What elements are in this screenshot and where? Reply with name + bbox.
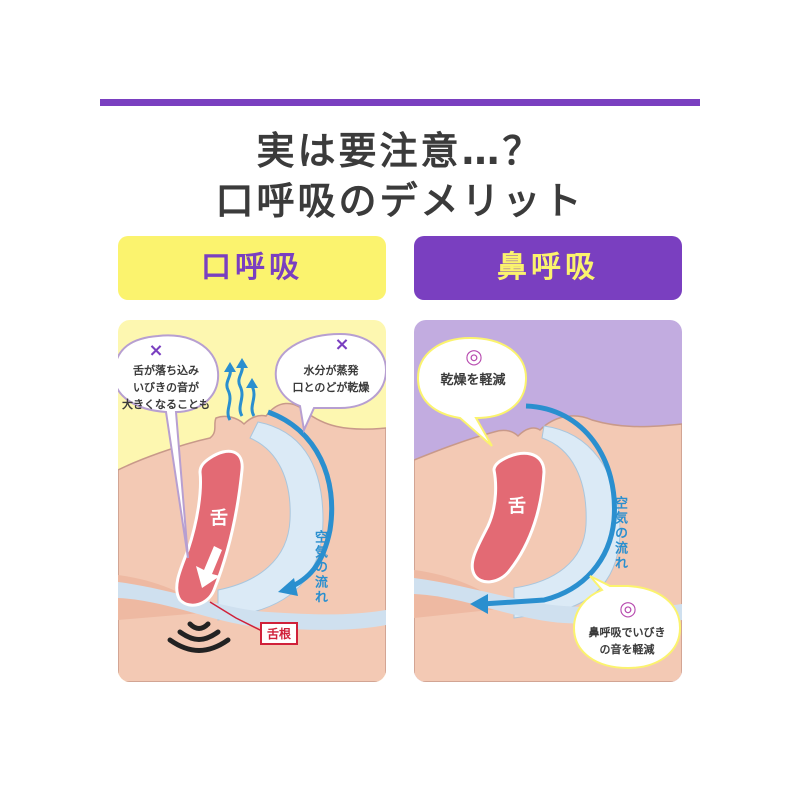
snore-bubble-text: 舌が落ち込み いびきの音が 大きくなることも: [118, 362, 216, 413]
snore-bubble: [572, 575, 682, 670]
dry-bubble-line1: 水分が蒸発: [303, 364, 359, 377]
mouth-tongue-label: 舌: [210, 508, 228, 529]
tongue-root-label: 舌根: [260, 622, 299, 645]
snore-bubble-line2: いびきの音が: [133, 381, 199, 394]
nose-breathing-panel: ◎ 乾燥を軽減 舌 空気の流れ ◎ 鼻呼吸でいびき の音を軽減: [414, 320, 682, 682]
snore-bubble-text: 鼻呼吸でいびき の音を軽減: [574, 624, 680, 658]
dry-bubble-mark: ×: [334, 334, 350, 355]
snore-bubble-line1: 舌が落ち込み: [133, 364, 199, 377]
dry-bubble: [274, 332, 386, 434]
dry-bubble-text: 水分が蒸発 口とのどが乾燥: [278, 362, 384, 396]
snore-sound-waves-icon: [167, 621, 231, 653]
mouth-breathing-panel: × 舌が落ち込み いびきの音が 大きくなることも × 水分が蒸発 口とのどが乾燥…: [118, 320, 386, 682]
nose-airflow-label: 空気の流れ: [612, 496, 627, 571]
snore-bubble: [118, 334, 220, 559]
mouth-airflow-label: 空気の流れ: [312, 530, 327, 605]
tongue-shape: [175, 449, 244, 607]
nose-breathing-illustration: [414, 336, 682, 682]
nose-breathing-banner: 鼻呼吸: [414, 236, 682, 300]
tongue-shape: [470, 451, 546, 584]
mouth-breathing-illustration: [118, 332, 386, 682]
mouth-breathing-banner: 口呼吸: [118, 236, 386, 300]
tongue-drop-arrow-icon: [196, 546, 222, 588]
headline-line1: 実は要注意…？: [256, 129, 544, 173]
snore-bubble-line3: 大きくなることも: [122, 398, 210, 411]
snore-bubble-mark: ×: [148, 340, 164, 361]
snore-bubble-line2: の音を軽減: [599, 643, 655, 656]
tongue-root-pointer: [209, 601, 265, 633]
face-profile: [118, 402, 386, 682]
dry-bubble-line1: 乾燥を軽減: [440, 373, 506, 388]
top-rule: [100, 99, 700, 106]
headline-line2: 口呼吸のデメリット: [215, 179, 585, 223]
airflow-arrow: [481, 403, 617, 607]
dry-bubble-mark: ◎: [465, 344, 483, 368]
airflow-arrow: [267, 409, 335, 591]
lower-airway-band: [118, 582, 386, 630]
evaporation-arrows-icon: [225, 365, 256, 421]
dry-bubble-line2: 口とのどが乾燥: [292, 381, 370, 394]
dry-bubble-text: 乾燥を軽減: [420, 372, 526, 389]
nose-tongue-label: 舌: [508, 496, 526, 517]
snore-bubble-line1: 鼻呼吸でいびき: [588, 626, 666, 639]
snore-bubble-mark: ◎: [619, 596, 637, 620]
dry-bubble: [416, 336, 528, 447]
